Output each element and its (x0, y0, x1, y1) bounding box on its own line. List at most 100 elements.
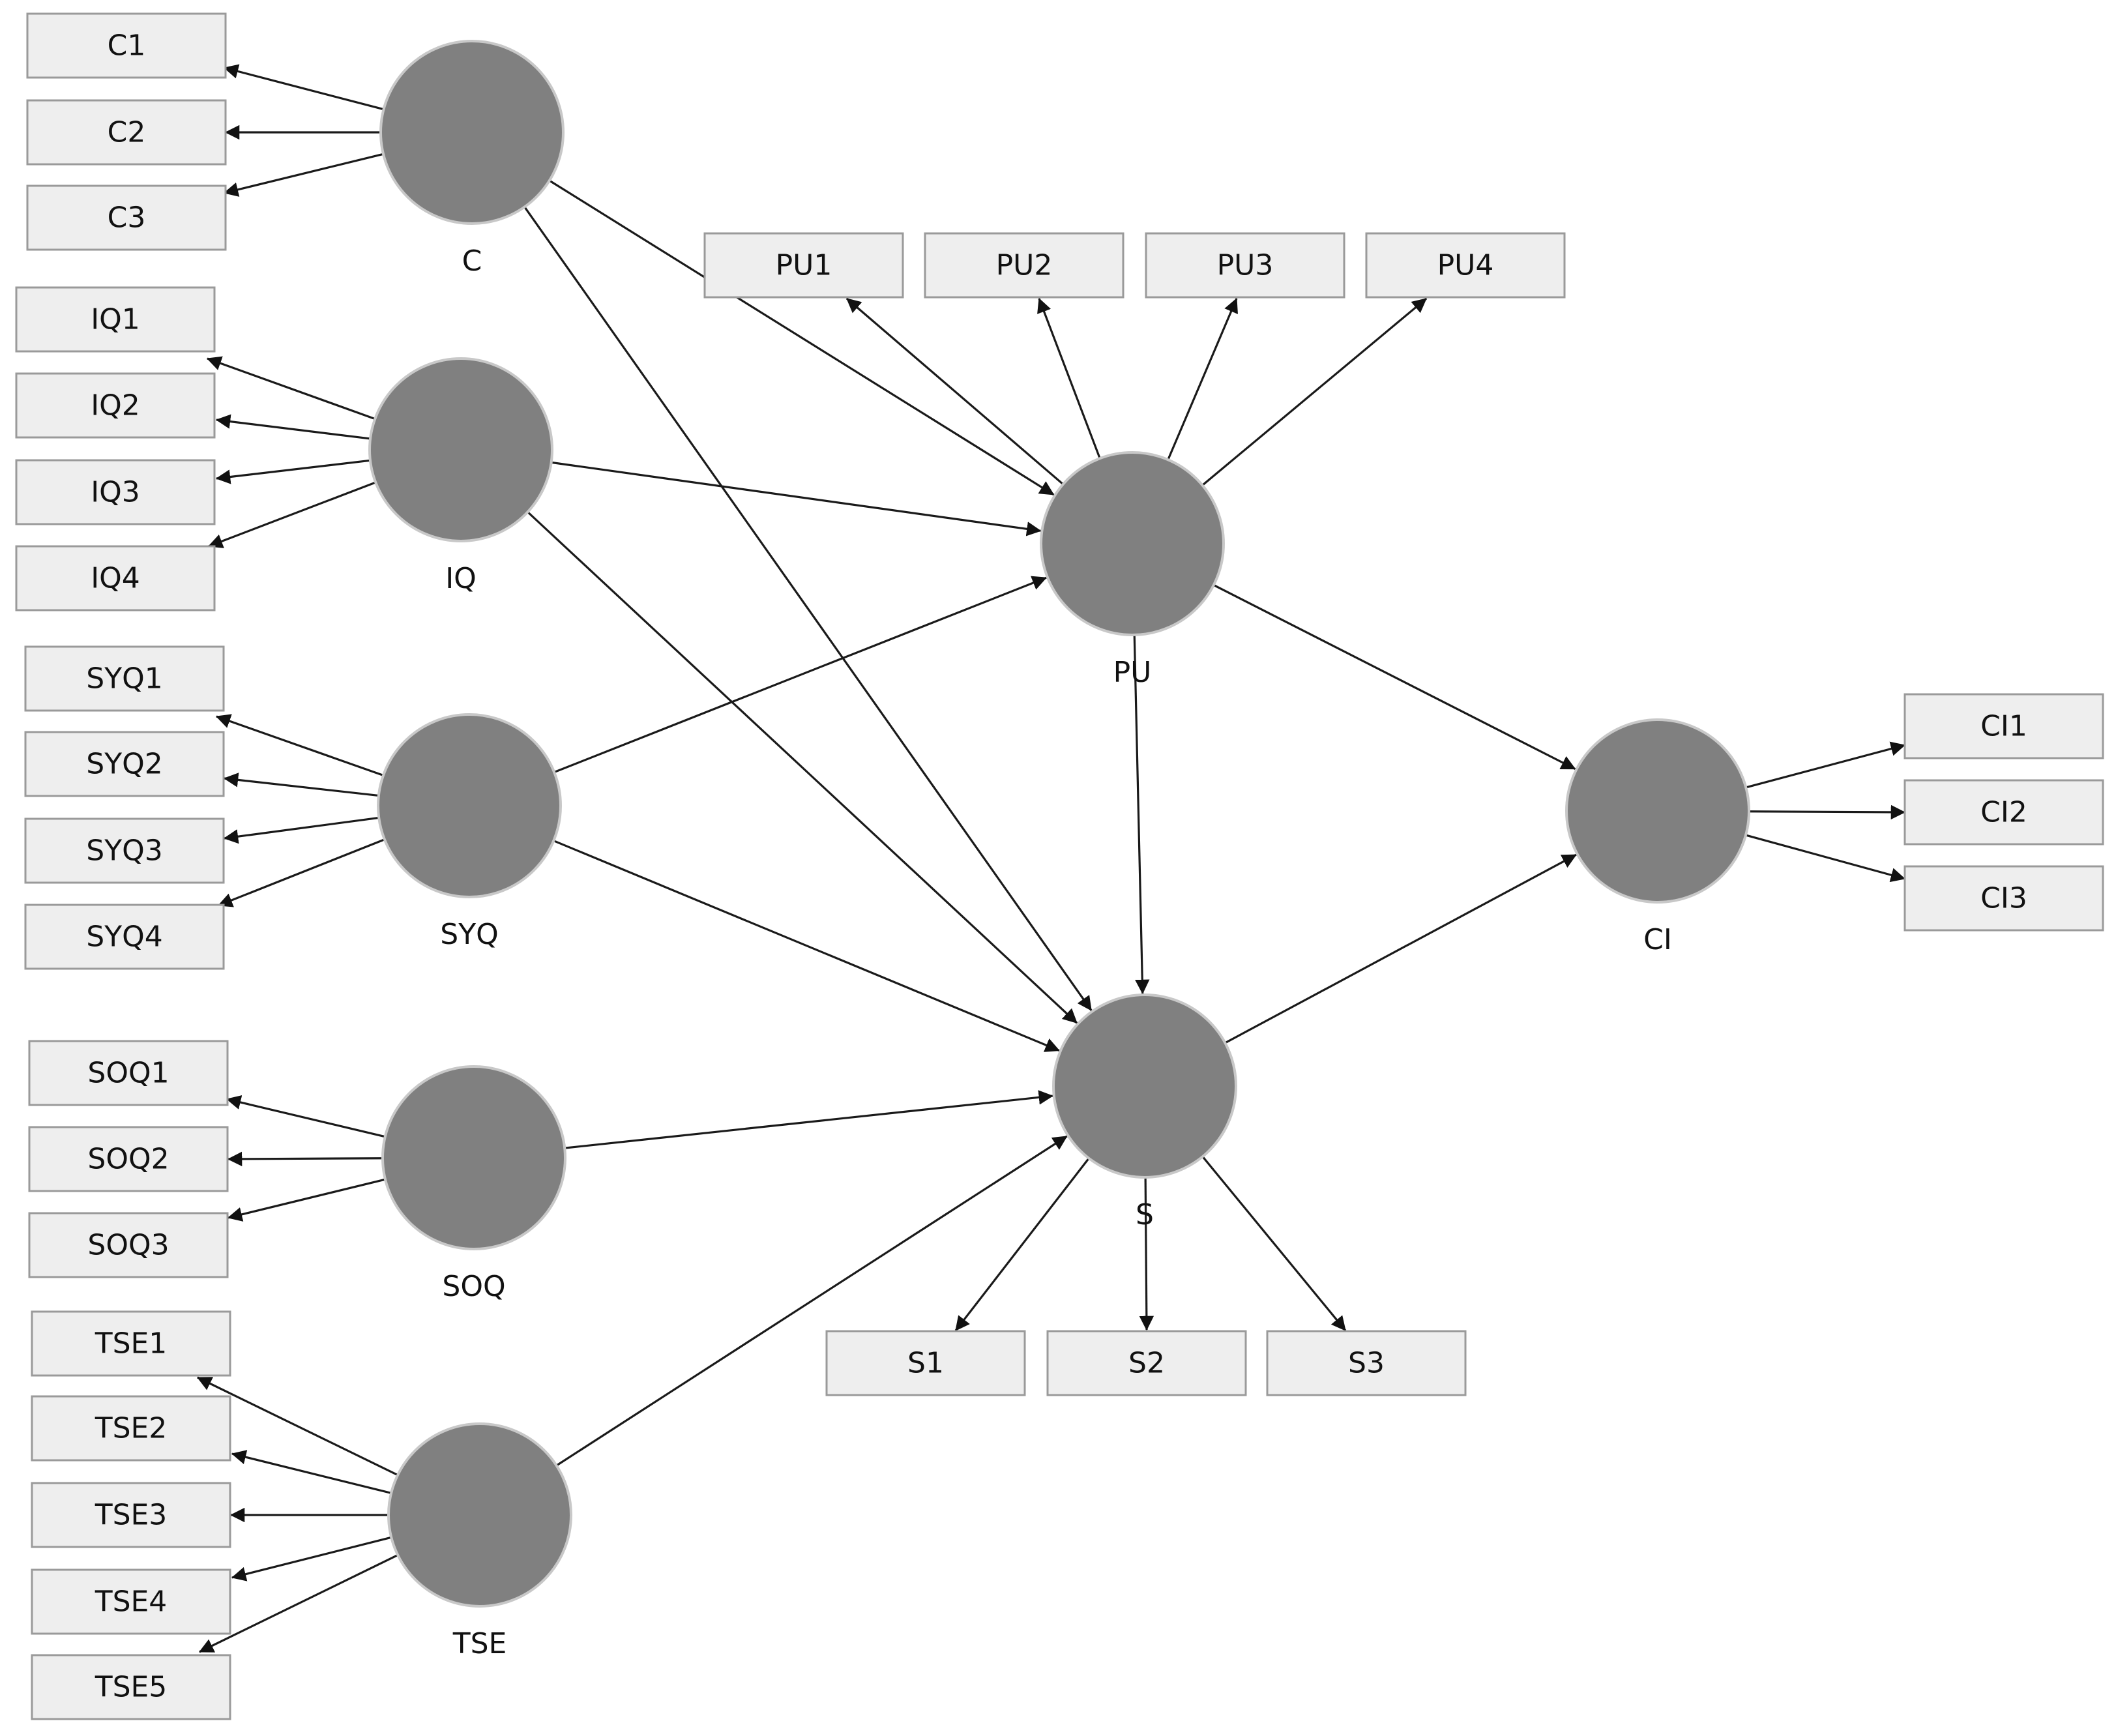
indicator-label: IQ2 (91, 389, 140, 422)
indicator-label: SYQ4 (86, 920, 162, 954)
loading-arrow-s2 (1139, 1177, 1154, 1331)
indicator-syq4[interactable]: SYQ4 (24, 904, 225, 970)
indicator-label: IQ3 (91, 476, 140, 509)
path-arrow-iq-to-s (527, 511, 1078, 1024)
indicator-box (24, 817, 225, 884)
indicator-box (15, 372, 216, 439)
path-arrow-soq-to-s (565, 1090, 1053, 1149)
indicator-pu2[interactable]: PU2 (924, 232, 1124, 299)
latent-circle (1565, 718, 1750, 904)
indicator-soq2[interactable]: SOQ2 (28, 1126, 229, 1192)
indicator-tse5[interactable]: TSE5 (31, 1654, 231, 1720)
indicator-s3[interactable]: S3 (1266, 1330, 1467, 1396)
indicator-pu4[interactable]: PU4 (1365, 232, 1566, 299)
indicator-box (26, 184, 227, 251)
loading-arrow-tse4 (231, 1536, 392, 1582)
indicator-box (1365, 232, 1566, 299)
latent-label: PU (1113, 656, 1152, 689)
loading-arrow-s1 (954, 1157, 1090, 1331)
loading-arrow-pu2 (1037, 297, 1101, 459)
indicator-box (28, 1040, 229, 1106)
indicator-label: SOQ2 (87, 1143, 169, 1176)
indicator-box (1145, 232, 1345, 299)
latent-iq[interactable]: IQ (368, 357, 553, 595)
latent-label: CI (1643, 923, 1672, 956)
indicator-pu3[interactable]: PU3 (1145, 232, 1345, 299)
indicator-tse2[interactable]: TSE2 (31, 1395, 231, 1462)
path-arrow-pu-to-s (1133, 634, 1150, 995)
loading-arrow-pu4 (1201, 297, 1428, 486)
indicator-label: CI3 (1980, 882, 2027, 915)
loading-arrow-iq2 (215, 414, 371, 440)
indicator-syq3[interactable]: SYQ3 (24, 817, 225, 884)
indicator-box (1903, 779, 2104, 846)
indicator-s2[interactable]: S2 (1046, 1330, 1247, 1396)
indicator-label: TSE1 (95, 1327, 168, 1361)
indicator-iq4[interactable]: IQ4 (15, 545, 216, 611)
indicator-c2[interactable]: C2 (26, 99, 227, 166)
indicator-c1[interactable]: C1 (26, 12, 227, 79)
indicator-c3[interactable]: C3 (26, 184, 227, 251)
indicator-label: SYQ1 (86, 662, 162, 696)
indicator-box (924, 232, 1124, 299)
indicators-layer: C1C2C3IQ1IQ2IQ3IQ4SYQ1SYQ2SYQ3SYQ4SOQ1SO… (15, 12, 2104, 1720)
indicator-syq2[interactable]: SYQ2 (24, 731, 225, 797)
path-arrow-c-to-pu (548, 179, 1055, 496)
indicator-ci2[interactable]: CI2 (1903, 779, 2104, 846)
indicator-iq2[interactable]: IQ2 (15, 372, 216, 439)
indicator-box (31, 1654, 231, 1720)
loading-arrow-iq4 (207, 481, 376, 548)
latent-s[interactable]: S (1052, 993, 1237, 1231)
loading-arrow-s3 (1201, 1156, 1347, 1332)
loading-arrow-ci3 (1745, 834, 1906, 883)
indicator-box (24, 731, 225, 797)
indicator-label: S1 (907, 1347, 944, 1380)
loading-arrow-c3 (223, 153, 384, 197)
indicator-box (1046, 1330, 1247, 1396)
loading-arrow-c1 (223, 64, 384, 111)
latent-label: SYQ (440, 918, 498, 951)
latents-layer: C IQ SYQ SOQ TSE PU S CI (368, 40, 1750, 1660)
indicator-label: PU2 (996, 249, 1053, 282)
path-arrow-syq-to-pu (553, 576, 1047, 774)
indicator-tse4[interactable]: TSE4 (31, 1568, 231, 1635)
indicator-label: S2 (1128, 1347, 1165, 1380)
indicator-box (31, 1568, 231, 1635)
indicator-ci1[interactable]: CI1 (1903, 693, 2104, 759)
latent-tse[interactable]: TSE (387, 1422, 572, 1660)
indicator-tse3[interactable]: TSE3 (31, 1482, 231, 1548)
latent-syq[interactable]: SYQ (377, 713, 562, 951)
loading-arrow-syq1 (215, 714, 384, 776)
indicator-box (26, 99, 227, 166)
indicator-tse1[interactable]: TSE1 (31, 1310, 231, 1377)
indicator-pu1[interactable]: PU1 (703, 232, 904, 299)
latent-label: IQ (445, 562, 477, 595)
indicator-label: IQ1 (91, 303, 140, 336)
latent-soq[interactable]: SOQ (381, 1065, 566, 1303)
indicator-soq1[interactable]: SOQ1 (28, 1040, 229, 1106)
indicator-box (1903, 693, 2104, 759)
latent-pu[interactable]: PU (1040, 451, 1225, 689)
indicator-box (15, 286, 216, 353)
latent-ci[interactable]: CI (1565, 718, 1750, 956)
latent-c[interactable]: C (379, 40, 565, 278)
loading-arrow-tse5 (198, 1553, 398, 1653)
indicator-soq3[interactable]: SOQ3 (28, 1212, 229, 1278)
indicator-label: PU4 (1437, 249, 1494, 282)
indicator-label: SYQ3 (86, 834, 162, 868)
indicator-ci3[interactable]: CI3 (1903, 865, 2104, 932)
indicator-iq1[interactable]: IQ1 (15, 286, 216, 353)
indicator-iq3[interactable]: IQ3 (15, 459, 216, 525)
latent-circle (1052, 993, 1237, 1179)
indicator-label: SYQ2 (86, 748, 162, 781)
indicator-s1[interactable]: S1 (825, 1330, 1026, 1396)
loading-arrow-syq3 (223, 816, 379, 844)
loading-arrow-soq3 (227, 1178, 386, 1222)
indicator-label: TSE4 (95, 1585, 168, 1619)
indicator-label: CI1 (1980, 710, 2027, 743)
indicator-label: TSE3 (95, 1499, 168, 1532)
path-arrow-iq-to-pu (551, 461, 1042, 537)
indicator-syq1[interactable]: SYQ1 (24, 645, 225, 712)
path-arrow-s-to-ci (1224, 853, 1577, 1044)
